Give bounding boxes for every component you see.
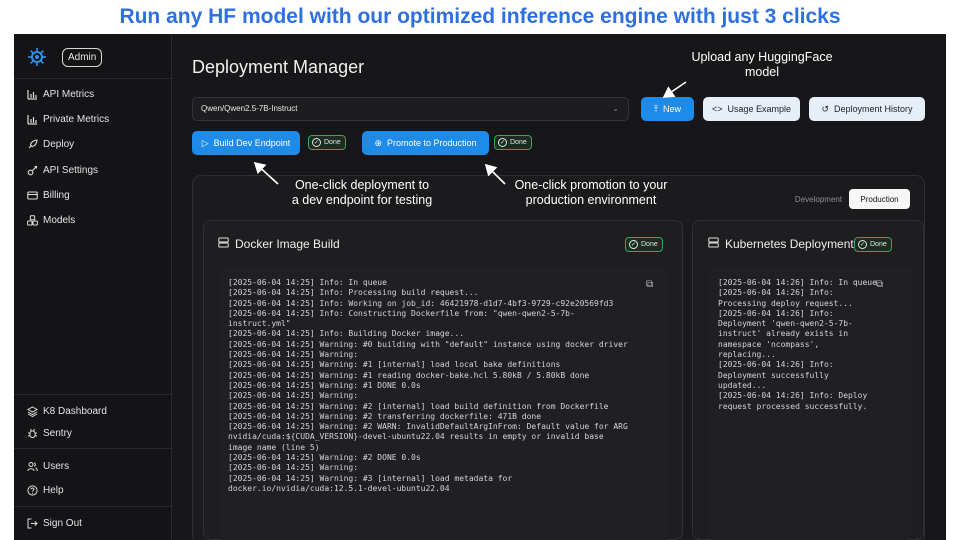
build-dev-endpoint-label: Build Dev Endpoint — [213, 138, 291, 148]
server-icon — [708, 237, 719, 251]
kubernetes-card-title: Kubernetes Deployment — [708, 237, 854, 251]
check-circle-icon: ✓ — [312, 138, 321, 147]
logo-row: Admin — [26, 46, 103, 68]
sidebar-item-private-metrics[interactable]: Private Metrics — [26, 112, 109, 126]
divider — [14, 78, 172, 79]
sidebar-item-k8-dashboard[interactable]: K8 Dashboard — [26, 404, 107, 418]
upload-icon: ⤒ — [654, 103, 658, 114]
deployment-history-label: Deployment History — [834, 104, 913, 114]
api-icon — [26, 164, 38, 176]
server-icon — [218, 237, 229, 251]
banner-headline: Run any HF model with our optimized infe… — [0, 0, 960, 34]
sidebar-item-label: Help — [43, 484, 64, 496]
users-icon — [26, 460, 38, 472]
sidebar-item-label: API Metrics — [43, 88, 95, 100]
arrow-circle-icon: ⊕ — [374, 137, 382, 148]
sidebar-item-label: Sentry — [43, 427, 72, 439]
sidebar-item-label: Billing — [43, 189, 70, 201]
tab-production[interactable]: Production — [849, 189, 910, 209]
kubernetes-log[interactable]: [2025-06-04 14:26] Info: In queue [2025-… — [708, 267, 913, 540]
sidebar-item-label: Sign Out — [43, 517, 82, 529]
sidebar-item-billing[interactable]: Billing — [26, 188, 70, 202]
status-text: Done — [510, 139, 527, 146]
sign-out-button[interactable]: Sign Out — [26, 516, 82, 530]
admin-badge[interactable]: Admin — [62, 47, 103, 67]
code-icon: <> — [711, 104, 723, 114]
sidebar-item-models[interactable]: Models — [26, 213, 75, 227]
bar-chart-icon — [26, 113, 38, 125]
sidebar-item-label: K8 Dashboard — [43, 405, 107, 417]
page-title: Deployment Manager — [192, 57, 365, 77]
docker-card-title: Docker Image Build — [218, 237, 340, 251]
sign-out-icon — [26, 517, 38, 529]
check-circle-icon: ✓ — [629, 240, 638, 249]
kubernetes-title-text: Kubernetes Deployment — [725, 237, 854, 251]
sidebar-item-api-settings[interactable]: API Settings — [26, 163, 98, 177]
check-circle-icon: ✓ — [498, 138, 507, 147]
usage-example-label: Usage Example — [727, 104, 792, 114]
check-circle-icon: ✓ — [858, 240, 867, 249]
divider — [14, 506, 172, 507]
deployment-history-button[interactable]: ↺ Deployment History — [809, 97, 925, 121]
sidebar-item-label: Models — [43, 214, 76, 226]
new-button[interactable]: ⤒ New — [641, 97, 694, 121]
status-badge: ✓ Done — [494, 135, 532, 150]
sidebar-item-api-metrics[interactable]: API Metrics — [26, 87, 94, 101]
usage-example-button[interactable]: <> Usage Example — [703, 97, 800, 121]
play-icon: ▷ — [201, 137, 209, 148]
status-text: Done — [870, 241, 887, 248]
status-badge: ✓ Done — [625, 237, 663, 252]
docker-build-log[interactable]: [2025-06-04 14:25] Info: In queue [2025-… — [218, 267, 670, 540]
status-badge: ✓ Done — [308, 135, 346, 150]
status-text: Done — [324, 139, 341, 146]
layers-icon — [26, 405, 38, 417]
annotation-prod: One-click promotion to your production e… — [514, 178, 668, 207]
sidebar-item-label: API Settings — [43, 164, 99, 176]
sidebar-item-deploy[interactable]: Deploy — [26, 137, 74, 151]
sidebar-item-label: Private Metrics — [43, 113, 110, 125]
bug-icon — [26, 427, 38, 439]
sidebar-item-sentry[interactable]: Sentry — [26, 426, 72, 440]
sidebar: Admin API Metrics Private Metrics Deploy… — [14, 34, 172, 540]
model-select-value: Qwen/Qwen2.5-7B-Instruct — [201, 104, 298, 113]
model-select[interactable]: Qwen/Qwen2.5-7B-Instruct ⌄ — [192, 97, 629, 121]
new-button-label: New — [662, 104, 681, 114]
divider — [14, 394, 172, 395]
annotation-dev: One-click deployment to a dev endpoint f… — [291, 178, 433, 207]
build-dev-endpoint-button[interactable]: ▷ Build Dev Endpoint — [192, 131, 300, 155]
tab-development[interactable]: Development — [794, 194, 843, 204]
status-text: Done — [641, 241, 658, 248]
sidebar-item-help[interactable]: Help — [26, 483, 64, 497]
promote-to-production-button[interactable]: ⊕ Promote to Production — [362, 131, 489, 155]
docker-title-text: Docker Image Build — [235, 237, 340, 251]
history-icon: ↺ — [821, 103, 829, 114]
divider — [14, 448, 172, 449]
app-window: Admin API Metrics Private Metrics Deploy… — [14, 34, 946, 540]
sidebar-item-users[interactable]: Users — [26, 459, 69, 473]
copy-icon[interactable]: ⧉ — [876, 279, 884, 290]
annotation-upload: Upload any HuggingFace model — [691, 50, 833, 79]
copy-icon[interactable]: ⧉ — [646, 279, 654, 290]
bar-chart-icon — [26, 88, 38, 100]
chevron-down-icon: ⌄ — [612, 104, 619, 113]
logo-icon[interactable] — [26, 46, 48, 68]
environment-tabs: Development Production — [788, 189, 910, 209]
help-icon — [26, 484, 38, 496]
promote-to-production-label: Promote to Production — [386, 138, 477, 148]
rocket-icon — [26, 138, 38, 150]
models-icon — [26, 214, 38, 226]
sidebar-item-label: Users — [43, 460, 70, 472]
card-icon — [26, 189, 38, 201]
main-content: Deployment Manager Qwen/Qwen2.5-7B-Instr… — [172, 34, 946, 540]
sidebar-item-label: Deploy — [43, 138, 75, 150]
status-badge: ✓ Done — [854, 237, 892, 252]
